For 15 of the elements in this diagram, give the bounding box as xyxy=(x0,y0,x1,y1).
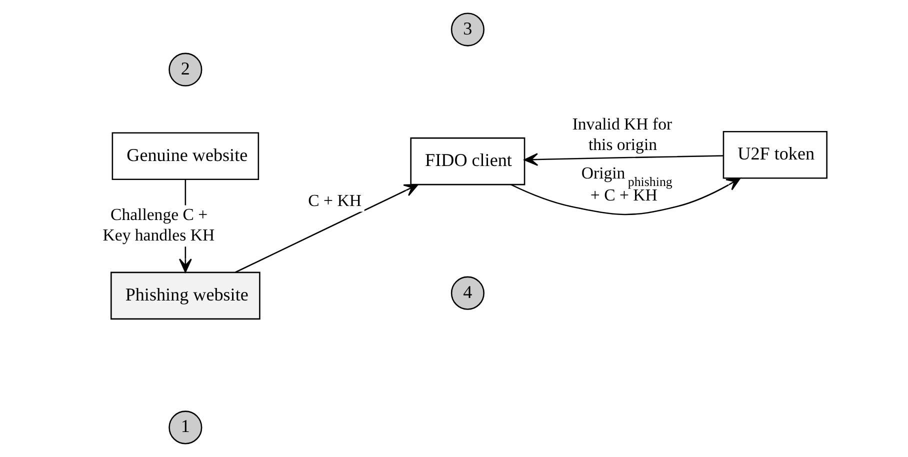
edge-label: Origin$_{phishing}$ + C + KH xyxy=(580,164,672,205)
node-circle: 2 xyxy=(168,52,202,86)
node-circle: 3 xyxy=(450,12,484,46)
arrow xyxy=(234,184,418,273)
edge-label: Challenge C + Key handles KH xyxy=(102,204,214,245)
node-box: Phishing website xyxy=(110,272,260,320)
arrow xyxy=(510,178,740,216)
edge-label: Invalid KH for this origin xyxy=(572,114,672,154)
node-circle: 4 xyxy=(450,276,484,310)
arrow xyxy=(523,153,723,166)
node-box: Genuine website xyxy=(111,132,259,180)
node-box: FIDO client xyxy=(410,137,525,186)
node-circle: 1 xyxy=(168,410,202,444)
edge-label: C + KH xyxy=(308,190,361,210)
node-box: U2F token xyxy=(722,130,827,179)
